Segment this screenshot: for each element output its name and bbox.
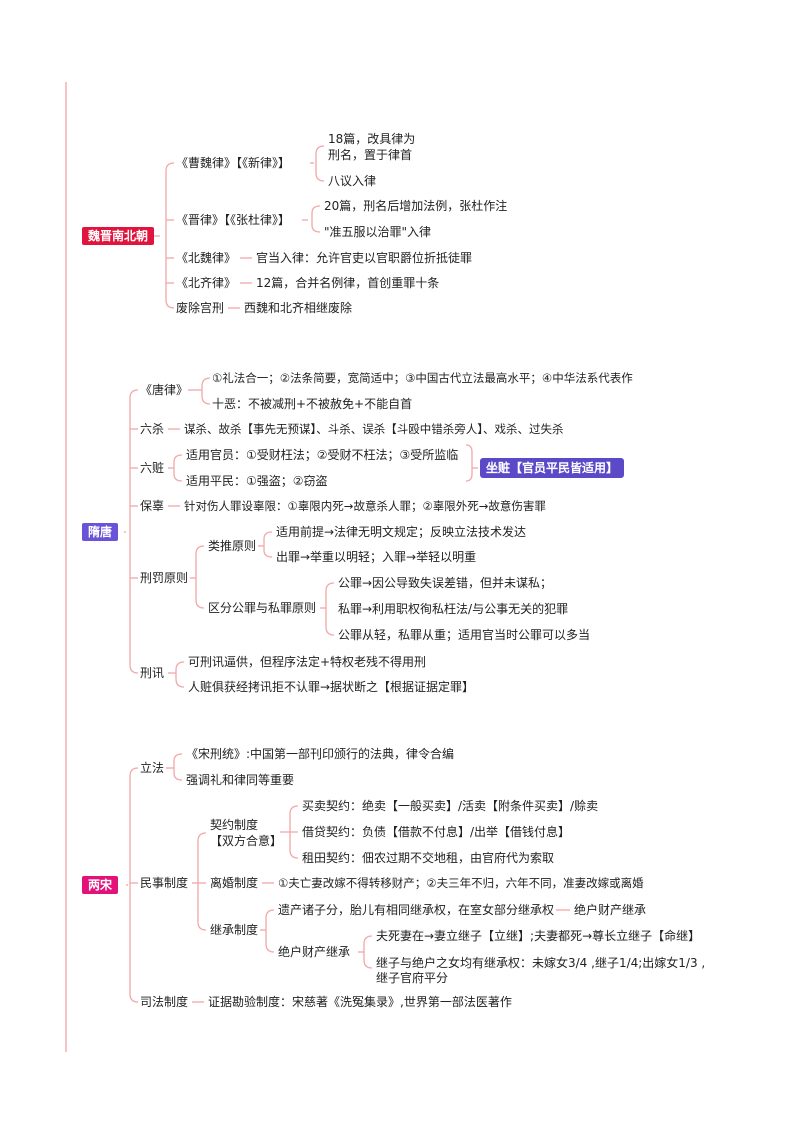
node-baogu-detail: 针对伤人罪设辜限：①辜限内死→故意杀人罪；②辜限外死→故意伤害罪 (184, 499, 546, 513)
node-lifa-detail-2: 强调礼和律同等重要 (186, 773, 295, 787)
node-qiyue-zutian: 租田契约：佃农过期不交地租，由官府代为索取 (302, 851, 555, 865)
node-sifa-zhidu: 司法制度 (140, 995, 189, 1009)
node-liuzang-civilians: 适用平民：①强盗；②窃盗 (186, 474, 328, 488)
node-jicheng-detail-1b: 绝户财产继承 (574, 903, 647, 917)
node-liuzang: 六赃 (140, 461, 165, 475)
node-qufen-yuanze: 区分公罪与私罪原则 (208, 601, 317, 615)
node-lifa: 立法 (140, 761, 165, 775)
node-lifa-detail-1: 《宋刑统》:中国第一部刊印颁行的法典，律令合编 (186, 747, 455, 761)
node-leitui-detail-2: 出罪→举重以明轻；入罪→举轻以明重 (276, 550, 477, 564)
node-qiyue-zhidu-note: 【双方合意】 (210, 834, 283, 848)
node-jicheng-detail-1: 遗产诸子分，胎儿有相同继承权，在室女部分继承权 (278, 903, 555, 917)
node-beiqi-lv: 《北齐律》 (176, 276, 237, 290)
node-baogu: 保辜 (140, 499, 165, 513)
node-beiqi-detail: 12篇，合并名例律，首创重罪十条 (256, 276, 440, 290)
node-qufen-detail-2: 私罪→利用职权徇私枉法/与公事无关的犯罪 (338, 602, 569, 616)
node-caowei-lv: 《曹魏律》【《新律》】 (176, 156, 291, 170)
node-liusha-detail: 谋杀、故杀【事先无预谋】、斗杀、误杀【斗殴中错杀旁人】、戏杀、过失杀 (184, 422, 564, 436)
node-juehu-detail-2b: 继子官府平分 (376, 971, 449, 985)
node-qufen-detail-1: 公罪→因公导致失误差错，但并未谋私； (338, 576, 553, 590)
node-juehu-detail-2a: 继子与绝户之女均有继承权：未嫁女3/4 ,继子1/4;出嫁女1/3 , (376, 956, 706, 970)
era-weijin-nanbeichao: 魏晋南北朝 (82, 227, 155, 245)
node-beiwei-detail: 官当入律：允许官吏以官职爵位折抵徒罪 (256, 251, 473, 265)
node-leitui-yuanze: 类推原则 (208, 539, 257, 553)
node-caowei-detail-1b: 刑名，置于律首 (328, 148, 413, 162)
node-minshi-zhidu: 民事制度 (140, 876, 189, 890)
node-caowei-detail-1a: 18篇，改具律为 (328, 132, 416, 146)
node-liuzang-officials: 适用官员：①受财枉法；②受财不枉法；③受所监临 (186, 448, 459, 462)
node-beiwei-lv: 《北魏律》 (176, 251, 237, 265)
node-jicheng-zhidu: 继承制度 (210, 923, 259, 937)
node-jin-detail-1: 20篇，刑名后增加法例，张杜作注 (324, 199, 508, 213)
node-qiyue-jiedai: 借贷契约：负债【借款不付息】/出举【借钱付息】 (302, 825, 571, 839)
node-qiyue-zhidu: 契约制度 (210, 818, 259, 832)
node-xingxun-detail-1: 可刑讯逼供，但程序法定+特权老残不得用刑 (188, 655, 427, 669)
node-liusha: 六杀 (140, 422, 165, 436)
node-lihun-detail: ①夫亡妻改嫁不得转移财产；②夫三年不归，六年不同，准妻改嫁或离婚 (278, 876, 644, 890)
node-tang-lv: 《唐律》 (140, 383, 189, 397)
node-gongxing-detail: 西魏和北齐相继废除 (244, 301, 353, 315)
node-qufen-detail-3: 公罪从轻，私罪从重；适用官当时公罪可以多当 (338, 628, 591, 642)
node-leitui-detail-1: 适用前提→法律无明文规定；反映立法技术发达 (276, 525, 527, 539)
node-jin-detail-2: "准五服以治罪"入律 (324, 225, 432, 239)
node-feichu-gongxing: 废除宫刑 (176, 301, 225, 315)
node-tanglv-detail-2: 十恶：不被减刑+不被赦免+不能自首 (212, 397, 413, 411)
era-suitang: 隋唐 (82, 523, 119, 541)
era-liangsong: 两宋 (82, 876, 119, 894)
node-lihun-zhidu: 离婚制度 (210, 876, 259, 890)
node-juehu-caichan: 绝户财产继承 (278, 945, 351, 959)
node-caowei-detail-2: 八议入律 (328, 174, 377, 188)
node-xingxun: 刑讯 (140, 666, 165, 680)
node-xingfa-yuanze: 刑罚原则 (140, 571, 189, 585)
node-xingxun-detail-2: 人赃俱获经拷讯拒不认罪→据状断之【根据证据定罪】 (188, 680, 475, 694)
node-tanglv-detail-1: ①礼法合一；②法条简要，宽简适中；③中国古代立法最高水平；④中华法系代表作 (212, 371, 633, 385)
node-zuozang-highlight: 坐赃【官员平民皆适用】 (480, 458, 625, 478)
node-jin-lv: 《晋律》【《张杜律》】 (176, 213, 291, 227)
node-qiyue-maimai: 买卖契约：绝卖【一般买卖】/活卖【附条件买卖】/赊卖 (302, 799, 599, 813)
node-juehu-detail-1: 夫死妻在→妻立继子【立继】;夫妻都死→尊长立继子【命继】 (376, 929, 701, 943)
node-sifa-detail: 证据勘验制度：宋慈著《洗冤集录》,世界第一部法医著作 (208, 995, 512, 1009)
